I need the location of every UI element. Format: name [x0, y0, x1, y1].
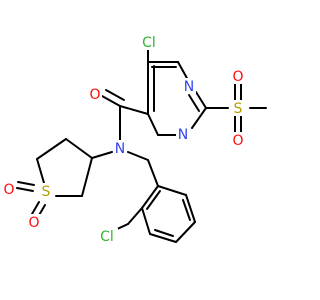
atom-s-ring: S: [42, 184, 51, 200]
atom-labels: Cl N N S O O O N S O O Cl: [2, 34, 245, 245]
atom-o-ring-bottom: O: [28, 215, 39, 231]
bonds: [16, 48, 267, 243]
atom-n-ring-top: N: [184, 79, 194, 95]
atom-o-carbonyl: O: [89, 87, 100, 103]
atom-s-sulfonyl: S: [234, 101, 243, 117]
atom-cl-bottom: Cl: [100, 229, 114, 245]
atom-o-ring-left: O: [3, 182, 14, 198]
atom-o-sulfonyl-top: O: [232, 69, 243, 85]
atom-n-amide: N: [115, 141, 125, 157]
atom-cl-top: Cl: [142, 35, 156, 51]
atom-o-sulfonyl-bottom: O: [232, 133, 243, 149]
atom-n-ring-bottom: N: [178, 127, 188, 143]
molecule-structure: Cl N N S O O O N S O O Cl: [2, 34, 267, 245]
